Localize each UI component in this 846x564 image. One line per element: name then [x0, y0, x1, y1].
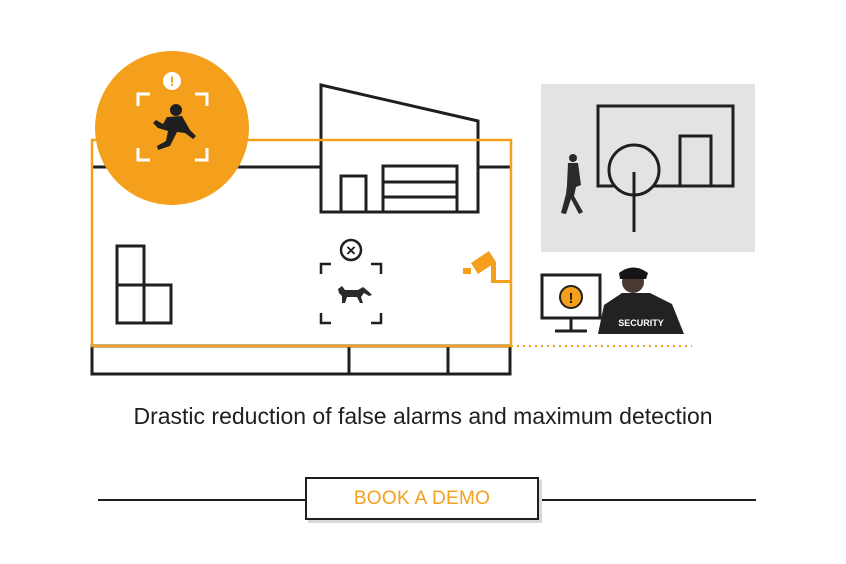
- remote-building: [596, 104, 735, 188]
- animal-target-frame: [319, 262, 383, 325]
- intruder-target-frame: [136, 92, 209, 162]
- divider-right: [540, 499, 756, 501]
- cat-silhouette: [338, 286, 372, 303]
- tree-icon: [607, 143, 661, 232]
- security-guard: SECURITY: [598, 267, 684, 334]
- intruder-silhouette: [153, 104, 196, 150]
- dismiss-mark: ×: [346, 241, 356, 260]
- headline: Drastic reduction of false alarms and ma…: [133, 403, 713, 429]
- cctv-camera-icon: [463, 251, 510, 283]
- book-demo-button[interactable]: BOOK A DEMO: [305, 477, 539, 520]
- monitor-alert-mark: !: [569, 290, 574, 307]
- warning-icon: !: [163, 72, 181, 90]
- crates: [115, 244, 173, 325]
- close-circle-icon: ×: [339, 238, 363, 262]
- warehouse-building: [319, 83, 480, 214]
- guard-jacket-text: SECURITY: [618, 318, 664, 328]
- pedestrian-silhouette: [561, 154, 583, 214]
- divider-left: [98, 499, 307, 501]
- alert-mark: !: [170, 73, 175, 89]
- detection-zone: [90, 138, 513, 348]
- monitor-icon: !: [540, 273, 602, 333]
- security-illustration: ! × ! SEC: [90, 51, 755, 376]
